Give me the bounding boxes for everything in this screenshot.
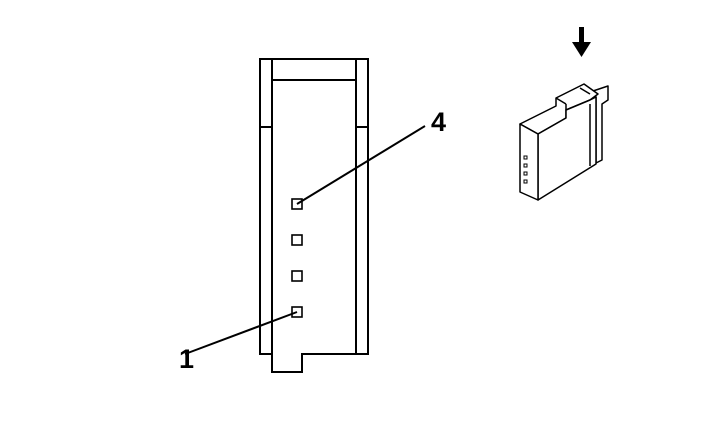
small-pin-2 [523,163,528,168]
small-pin-4 [523,179,528,184]
small-connector-right-face [537,96,597,201]
leader-lines [184,125,426,355]
housing-outline [259,58,369,373]
pin-cavities [291,198,303,318]
small-connector-pins [523,155,528,184]
small-pin-3 [523,171,528,176]
leader-line-1 [184,311,298,355]
callout-label-4: 4 [431,107,446,137]
leader-line-4 [296,125,426,205]
small-pin-1 [523,155,528,160]
pin-cavity-3 [291,234,303,246]
callout-label-1: 1 [179,344,194,374]
pin-cavity-2 [291,270,303,282]
connector-housing [259,58,369,373]
down-arrow-icon [572,27,591,57]
small-connector [519,83,609,201]
small-connector-front-face [519,123,539,201]
